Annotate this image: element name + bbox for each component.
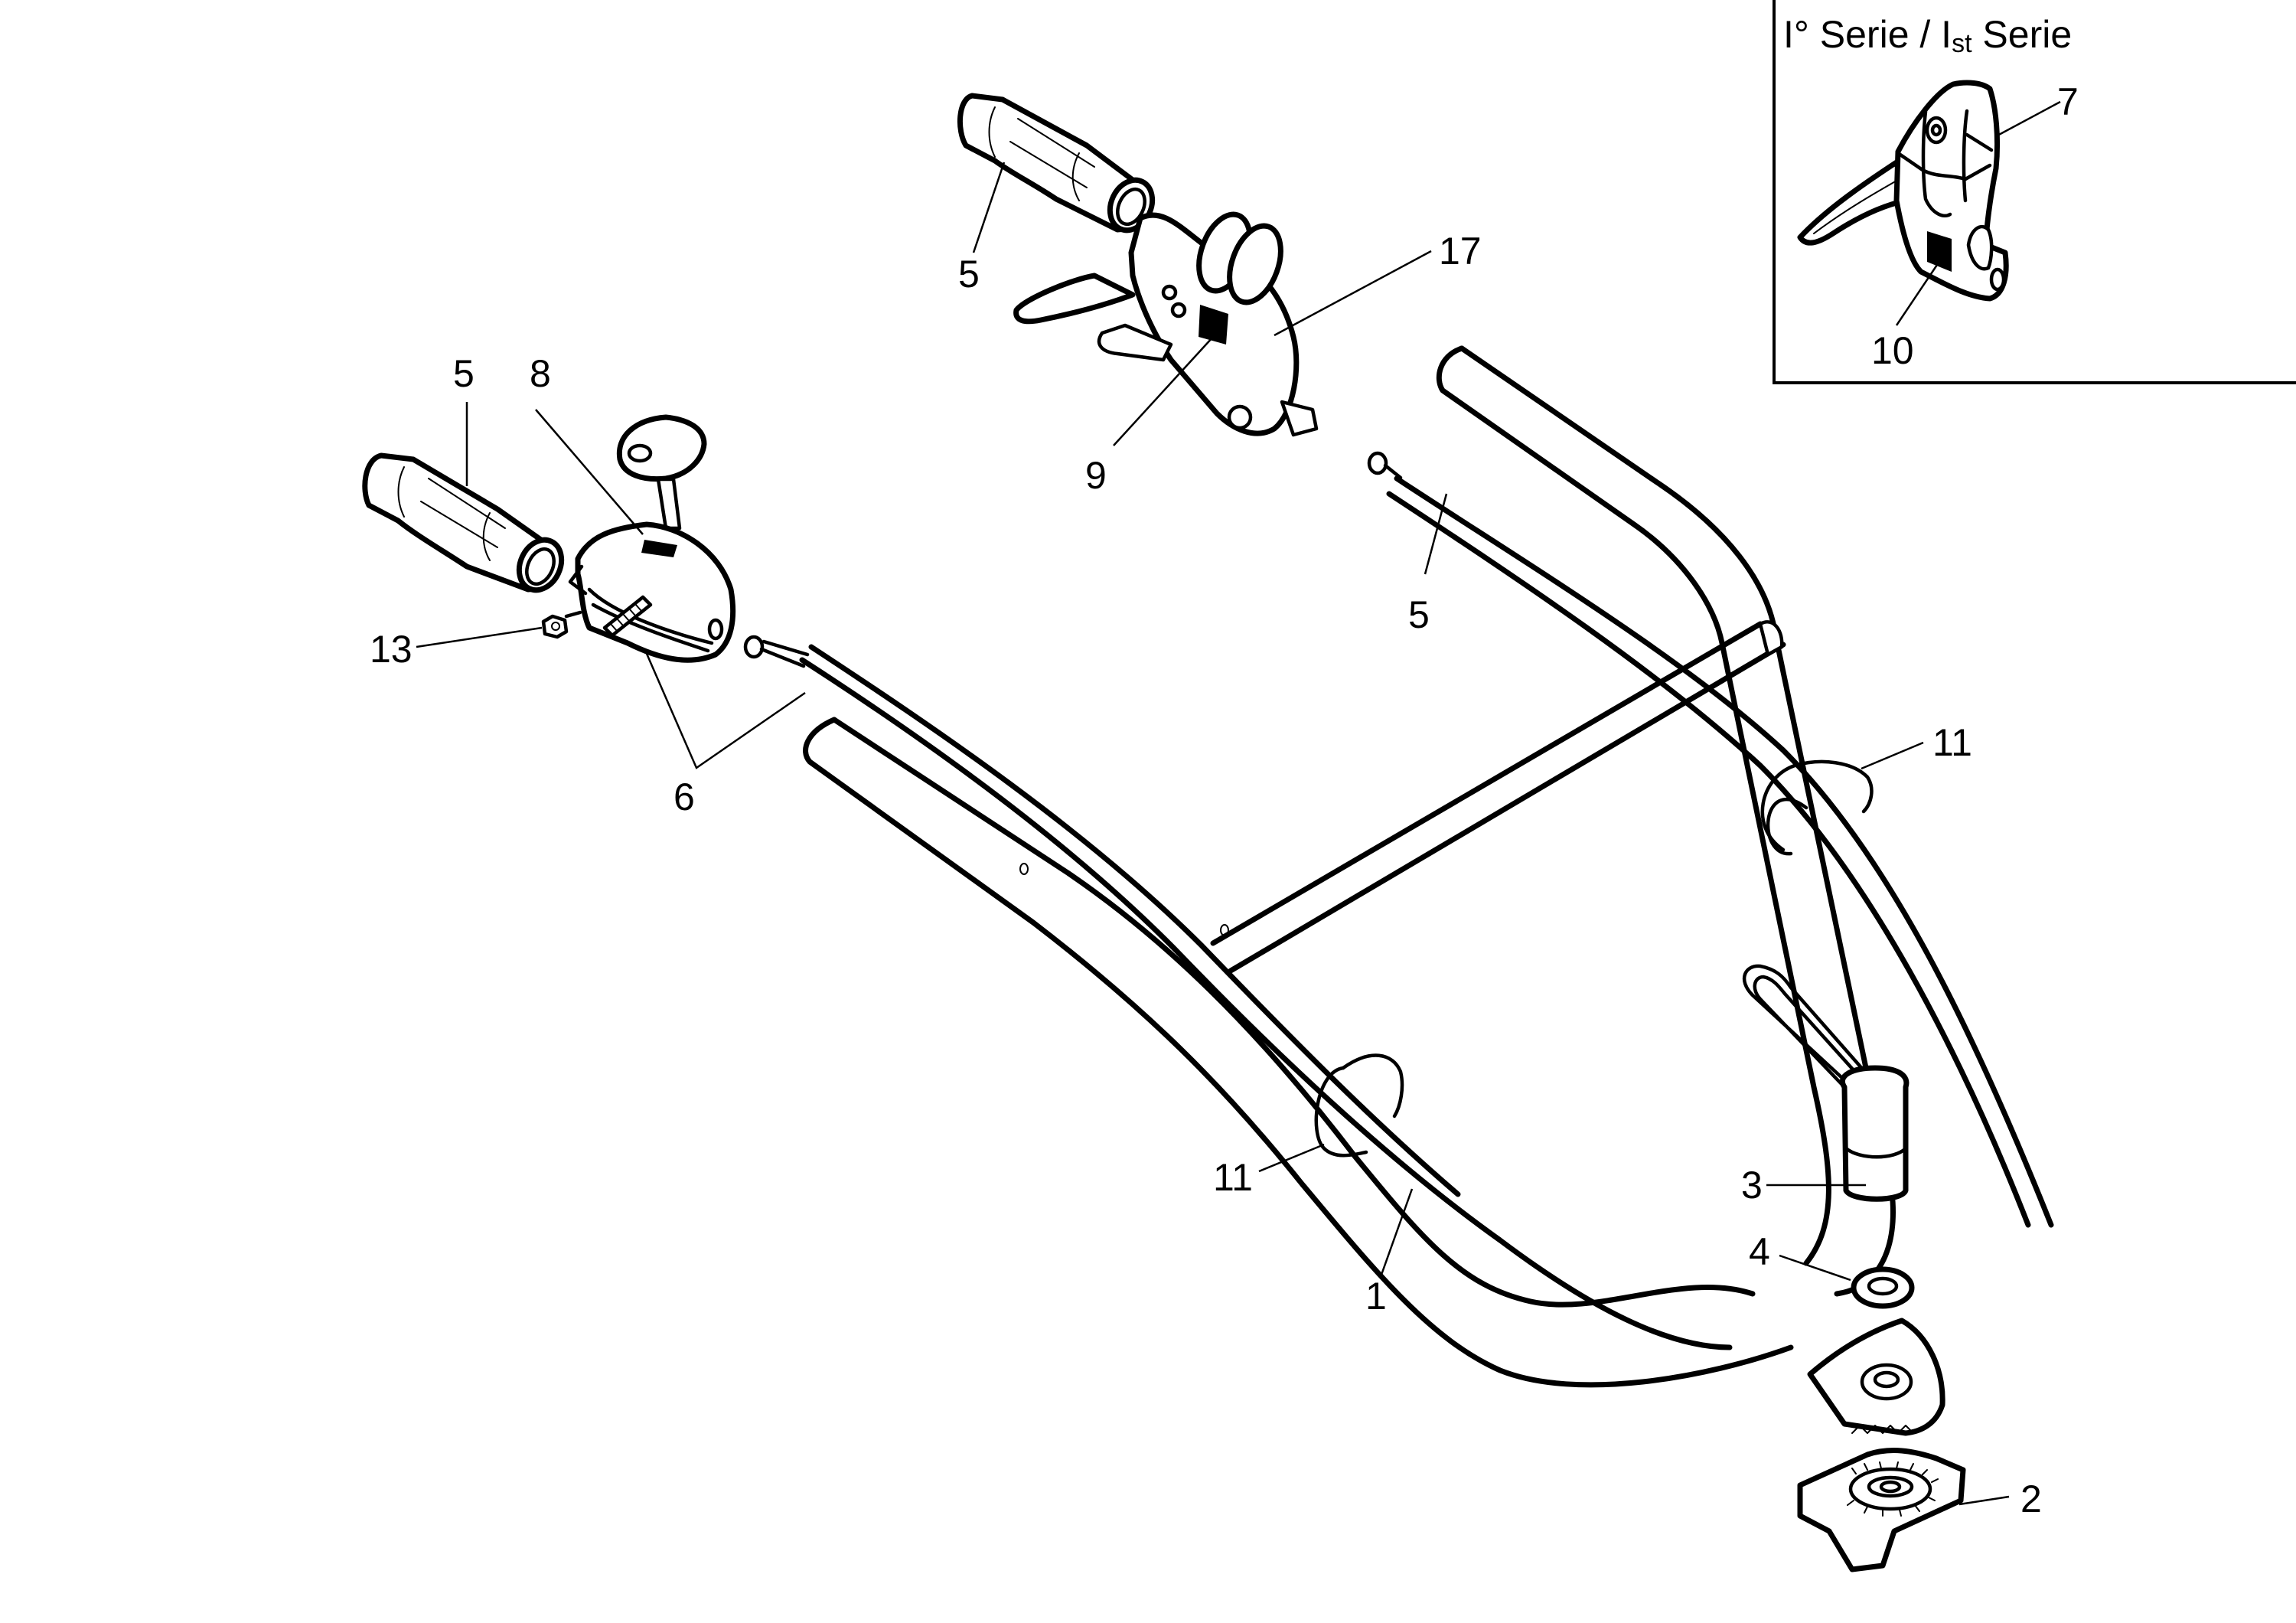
callout-7: 7 [2057,80,2079,123]
inset-frame [1773,0,2296,384]
handle-grip-left[interactable] [362,452,569,597]
label-9-decal [641,540,677,557]
washer[interactable] [1851,1266,1915,1309]
control-cable[interactable] [1367,451,2054,1228]
throttle-control[interactable] [564,414,736,663]
callout-13: 13 [370,628,413,671]
callout-4: 4 [1749,1230,1770,1273]
callout-17: 17 [1439,230,1482,273]
callout-9: 8 [530,352,551,395]
callout-10-inset: 10 [1871,329,1914,372]
callout-5-left: 5 [453,352,475,395]
handle-grip-right[interactable] [957,93,1159,237]
cable-tie-lower-left[interactable] [1314,1053,1404,1158]
handlebar-mount-plate [1807,1318,1945,1436]
lever-control[interactable] [1013,207,1319,437]
handlebar[interactable] [803,345,1896,1388]
nut[interactable] [541,614,569,639]
callout-6: 5 [1408,593,1430,636]
callout-5-right: 5 [958,253,980,296]
callout-10: 9 [1085,454,1107,497]
callout-8: 6 [673,776,695,818]
callout-2: 2 [2020,1478,2042,1520]
callout-11-left: 11 [1213,1156,1253,1199]
inset-first-series: I° Serie / Ist Serie 7 10 [1773,0,2296,384]
label-10-decal [1199,305,1228,345]
label-10-decal [1927,231,1952,272]
lever-control-first-series[interactable] [1797,80,2009,302]
locking-knob[interactable] [1840,1065,1910,1202]
spring-clip[interactable] [1743,964,1877,1089]
callout-11-right: 11 [1932,721,1972,764]
throttle-cable[interactable] [743,635,1733,1350]
callout-3: 3 [1741,1164,1763,1207]
inset-title: I° Serie / Ist Serie [1783,13,2072,58]
callout-1: 1 [1365,1275,1387,1318]
cable-tie-upper-right[interactable] [1760,759,1874,856]
serrated-adjustment-plate[interactable] [1797,1448,1966,1572]
